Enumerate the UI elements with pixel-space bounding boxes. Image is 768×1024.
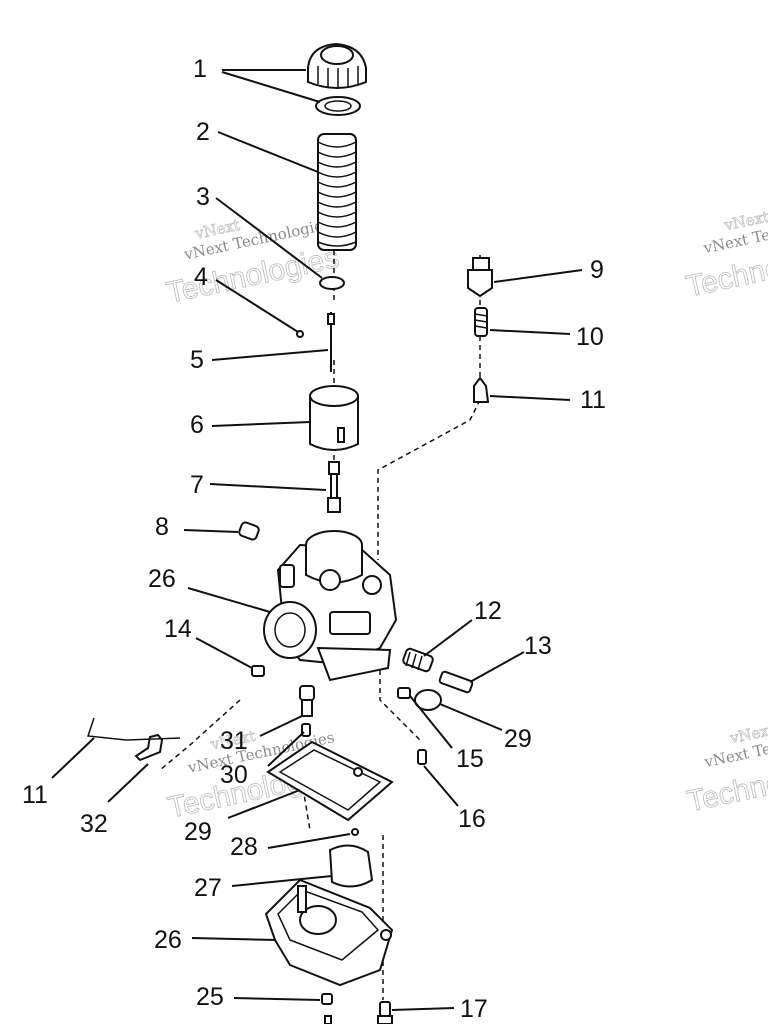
part-hose-11	[86, 717, 181, 741]
part-jet-needle	[327, 312, 335, 372]
callout-15: 15	[456, 745, 484, 773]
part-main-jet	[299, 685, 315, 717]
part-small-spring	[474, 307, 488, 337]
callout-6: 6	[190, 411, 204, 439]
part-float-pin	[351, 828, 359, 836]
part-washer-30	[301, 723, 311, 737]
callout-28: 28	[230, 833, 258, 861]
callout-17: 17	[460, 995, 488, 1023]
callout-2: 2	[196, 118, 210, 146]
part-drain-screw-17	[377, 1001, 393, 1024]
watermark-mid-right: vNext vNext Technologies Technologies	[684, 720, 768, 819]
part-pilot-jet	[238, 521, 260, 541]
callout-9: 9	[590, 256, 604, 284]
callout-27: 27	[194, 874, 222, 902]
callout-26-top: 26	[148, 565, 176, 593]
watermark-top-right: vNext vNext Technologies Technologies	[683, 207, 768, 304]
part-float-bowl	[264, 878, 394, 987]
part-needle-jet	[327, 461, 341, 513]
callout-labels: 1 2 3 4 5 6 7 8 9 10 11 12 13 14 26 29 1…	[22, 55, 606, 1023]
part-adjuster-bolt	[467, 257, 493, 298]
callout-14: 14	[164, 615, 192, 643]
callout-12: 12	[474, 597, 502, 625]
part-throttle-slide	[309, 385, 359, 451]
part-drain-16	[417, 749, 427, 765]
part-cap-29	[414, 689, 442, 711]
callout-3: 3	[196, 183, 210, 211]
part-needle-plate	[319, 276, 345, 290]
callout-1: 1	[193, 55, 207, 83]
part-cap	[307, 42, 367, 89]
callout-29-left: 29	[184, 818, 212, 846]
callout-30: 30	[220, 761, 248, 789]
callout-8: 8	[155, 513, 169, 541]
part-idle-screw	[438, 670, 474, 694]
callout-11-top: 11	[580, 386, 606, 414]
callout-7: 7	[190, 471, 204, 499]
callout-16: 16	[458, 805, 486, 833]
callout-31: 31	[220, 727, 248, 755]
callout-10: 10	[576, 323, 604, 351]
part-float-gasket	[266, 740, 394, 822]
part-screw-25	[321, 993, 333, 1024]
callout-29-right: 29	[504, 725, 532, 753]
callout-32: 32	[80, 810, 108, 838]
callout-4: 4	[194, 263, 208, 291]
part-fitting-top	[473, 376, 490, 403]
part-ring	[315, 96, 361, 116]
part-e-clip	[296, 330, 304, 338]
callout-26-bottom: 26	[154, 926, 182, 954]
part-screw-14	[251, 665, 265, 677]
part-carburetor-body	[263, 530, 398, 682]
callout-25: 25	[196, 983, 224, 1011]
watermark-top-left: vNext vNext Technologies Technologies	[163, 215, 342, 310]
part-fitting-15	[397, 687, 411, 699]
part-float	[328, 844, 374, 888]
part-spring	[317, 133, 357, 251]
part-tube-32	[134, 733, 164, 762]
callout-11-left: 11	[22, 781, 48, 809]
leader-lines	[51, 69, 583, 1011]
callout-13: 13	[524, 632, 552, 660]
callout-5: 5	[190, 346, 204, 374]
